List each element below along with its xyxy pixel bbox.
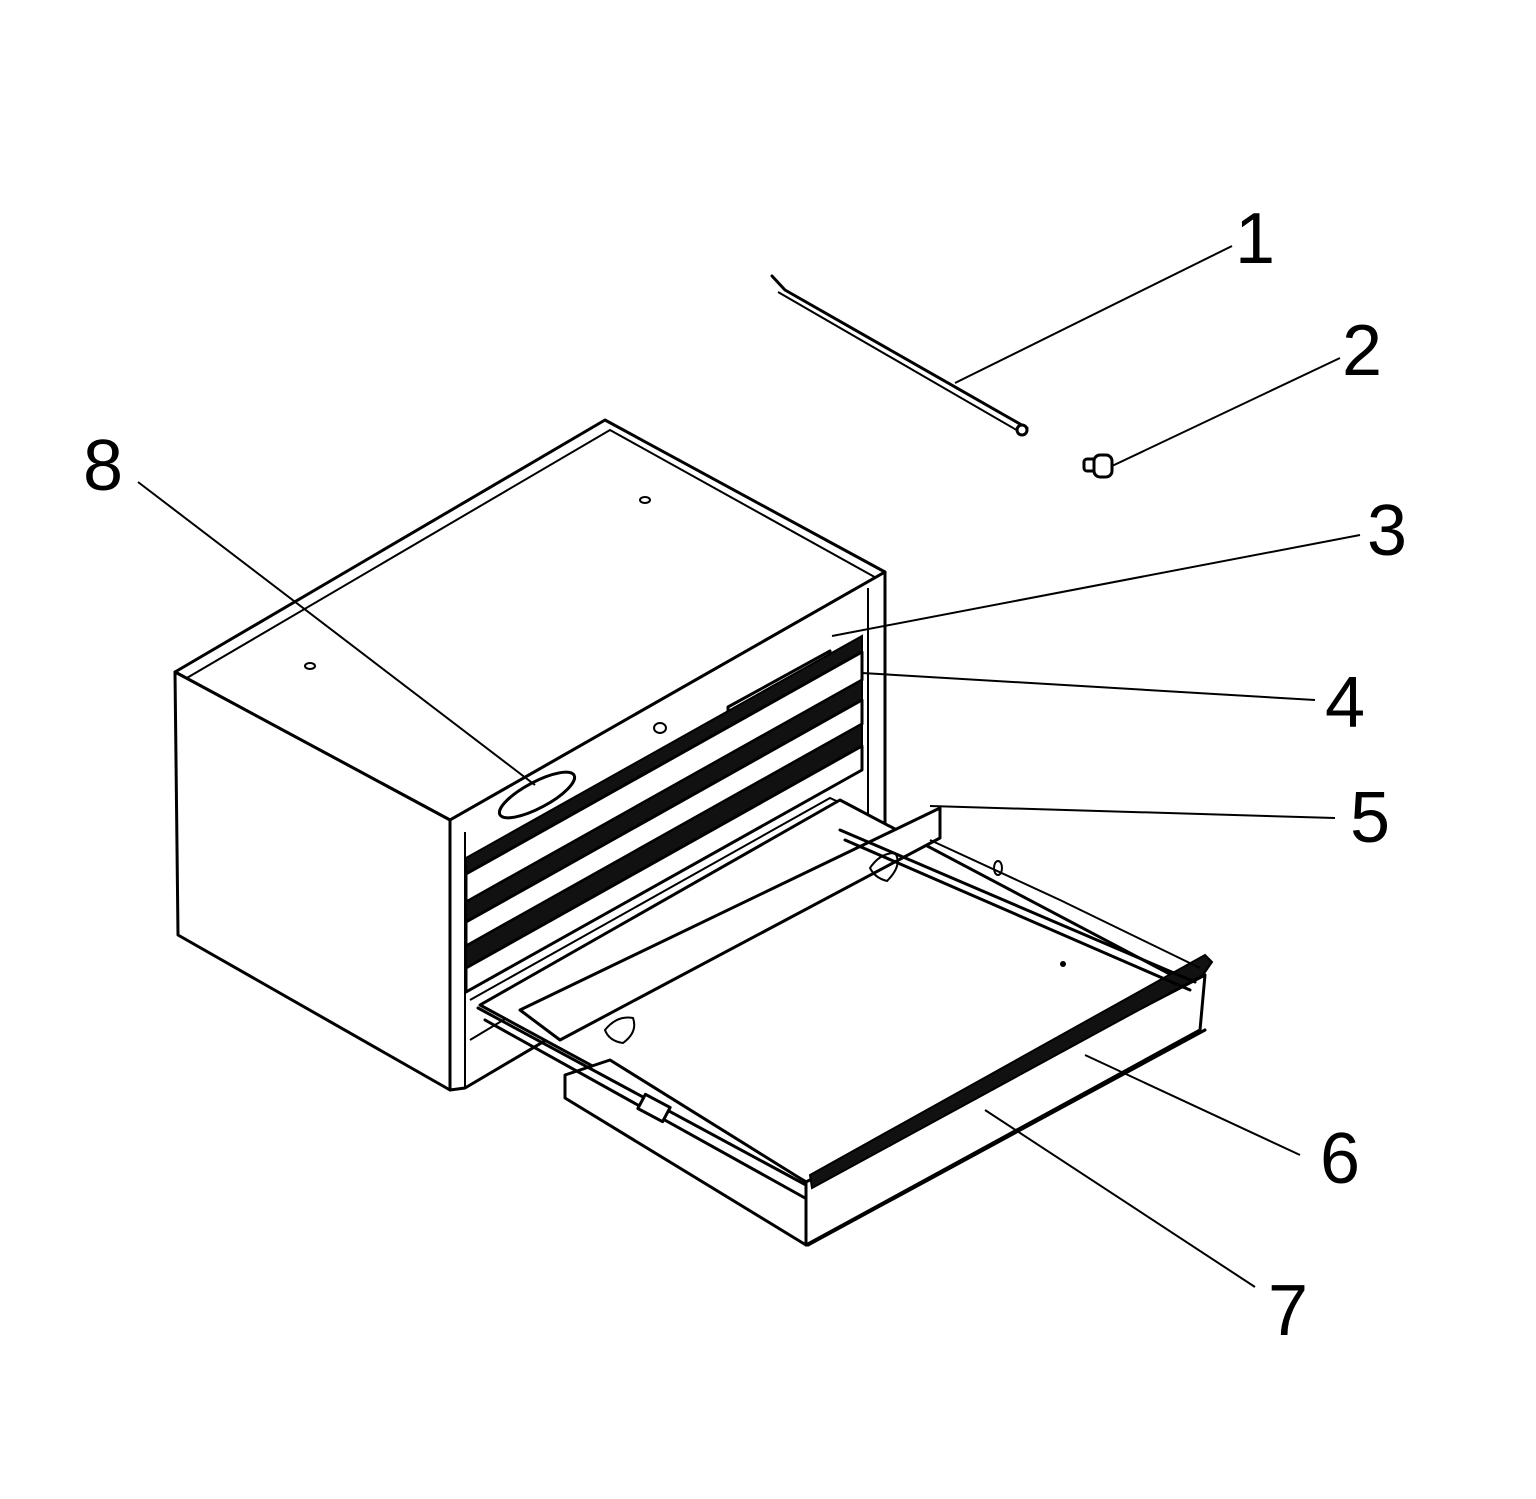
callout-3: 3 [1367,491,1407,571]
lock-rod [770,274,1029,437]
leader-3 [831,534,1361,637]
leader-4 [861,672,1316,701]
leader-2 [1111,357,1341,467]
tool-chest-cabinet [173,418,887,1092]
callout-7: 7 [1268,1271,1308,1351]
leader-1 [954,245,1233,384]
callout-2: 2 [1342,311,1382,391]
leader-8 [137,481,536,786]
leader-6 [1084,1054,1301,1156]
callout-8: 8 [83,426,123,506]
callout-6: 6 [1320,1119,1360,1199]
leader-5 [929,805,1336,819]
closed-drawers [464,634,864,994]
leader-7 [984,1109,1256,1288]
callout-labels: 1 2 3 4 5 6 7 8 [83,199,1407,1351]
callout-5: 5 [1350,778,1390,858]
leader-lines [137,245,1361,1288]
drawer-handle [808,953,1214,1190]
handle-recess [497,770,577,820]
callout-4: 4 [1325,663,1365,743]
open-drawer [476,798,1214,1247]
callout-1: 1 [1235,199,1275,279]
lock-button [1082,453,1114,479]
